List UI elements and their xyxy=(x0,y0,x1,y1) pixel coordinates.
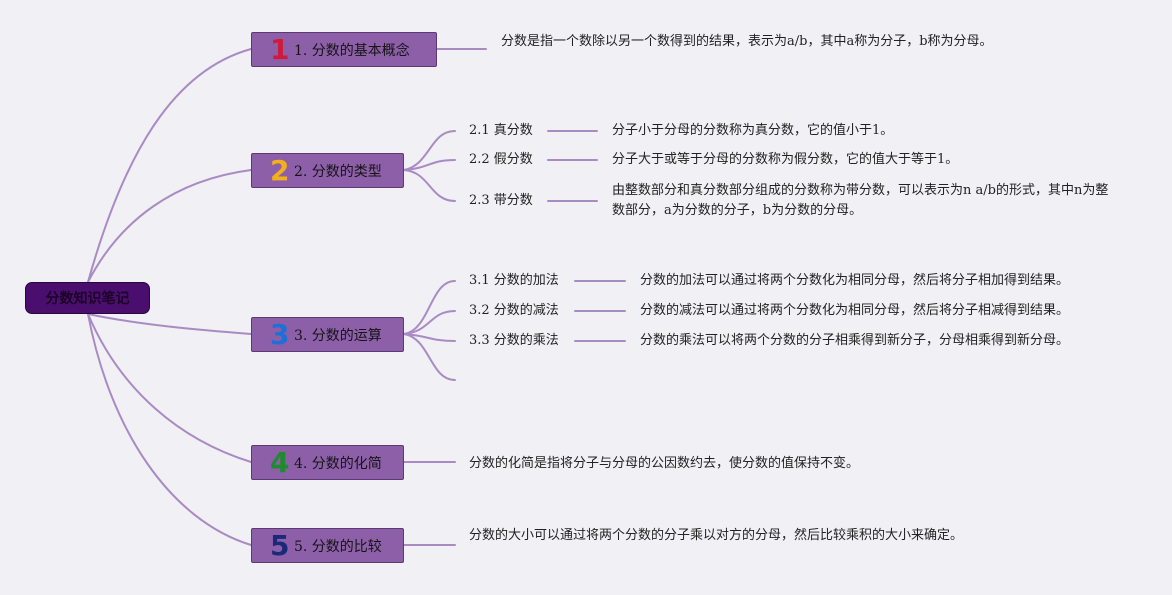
number-four-icon: 4 xyxy=(270,445,290,479)
root-node[interactable]: 分数知识笔记 xyxy=(25,282,150,314)
connector-branch-3-child-4 xyxy=(403,333,456,381)
branch-title: 2. 分数的类型 xyxy=(294,163,382,180)
branch-node-2[interactable]: 2 2. 分数的类型 xyxy=(251,153,404,188)
subtopic-2-1[interactable]: 2.1 真分数 xyxy=(469,123,533,138)
connector-root-branch-4 xyxy=(87,313,252,463)
branch-title: 5. 分数的比较 xyxy=(294,538,382,555)
branch-5-description: 分数的大小可以通过将两个分数的分子乘以对方的分母，然后比较乘积的大小来确定。 xyxy=(469,528,964,543)
subtopic-3-2[interactable]: 3.2 分数的减法 xyxy=(469,303,559,318)
connector-root-branch-5 xyxy=(87,313,252,546)
connector-root-branch-3 xyxy=(87,313,252,335)
subtopic-3-1[interactable]: 3.1 分数的加法 xyxy=(469,273,559,288)
connector-root-branch-2 xyxy=(87,169,252,283)
connector-branch-2-child-2 xyxy=(403,159,456,171)
subtopic-2-3-description: 由整数部分和真分数部分组成的分数称为带分数，可以表示为n a/b的形式，其中n为… xyxy=(612,183,1109,218)
connector-root-branch-1 xyxy=(87,48,252,283)
branch-title: 1. 分数的基本概念 xyxy=(294,42,410,59)
number-two-icon: 2 xyxy=(270,153,290,187)
subtopic-2-3[interactable]: 2.3 带分数 xyxy=(469,193,533,208)
branch-1-description: 分数是指一个数除以另一个数得到的结果，表示为a/b，其中a称为分子，b称为分母。 xyxy=(501,34,993,49)
number-one-icon: 1 xyxy=(270,32,290,66)
subtopic-3-3[interactable]: 3.3 分数的乘法 xyxy=(469,333,559,348)
connector-branch-2-child-1 xyxy=(403,130,456,171)
subtopic-2-2-description: 分子大于或等于分母的分数称为假分数，它的值大于等于1。 xyxy=(612,152,959,167)
root-node-label: 分数知识笔记 xyxy=(45,291,130,307)
number-three-icon: 3 xyxy=(270,317,290,351)
subtopic-3-2-description: 分数的减法可以通过将两个分数化为相同分母，然后将分子相减得到结果。 xyxy=(640,303,1070,318)
branch-node-1[interactable]: 1 1. 分数的基本概念 xyxy=(251,32,437,67)
connector-branch-2-child-3 xyxy=(403,169,456,202)
subtopic-3-3-description: 分数的乘法可以将两个分数的分子相乘得到新分子，分母相乘得到新分母。 xyxy=(640,333,1070,348)
branch-node-3[interactable]: 3 3. 分数的运算 xyxy=(251,317,404,352)
number-five-icon: 5 xyxy=(270,528,290,562)
branch-title: 4. 分数的化简 xyxy=(294,455,382,472)
branch-4-description: 分数的化简是指将分子与分母的公因数约去，使分数的值保持不变。 xyxy=(469,456,860,471)
connector-branch-3-child-3 xyxy=(403,333,456,342)
connector-branch-3-child-2 xyxy=(403,310,456,335)
branch-node-4[interactable]: 4 4. 分数的化简 xyxy=(251,445,404,480)
connector-branch-3-child-1 xyxy=(403,280,456,335)
branch-node-5[interactable]: 5 5. 分数的比较 xyxy=(251,528,404,563)
subtopic-2-1-description: 分子小于分母的分数称为真分数，它的值小于1。 xyxy=(612,123,894,138)
subtopic-3-1-description: 分数的加法可以通过将两个分数化为相同分母，然后将分子相加得到结果。 xyxy=(640,273,1070,288)
subtopic-2-2[interactable]: 2.2 假分数 xyxy=(469,152,533,167)
branch-title: 3. 分数的运算 xyxy=(294,327,382,344)
